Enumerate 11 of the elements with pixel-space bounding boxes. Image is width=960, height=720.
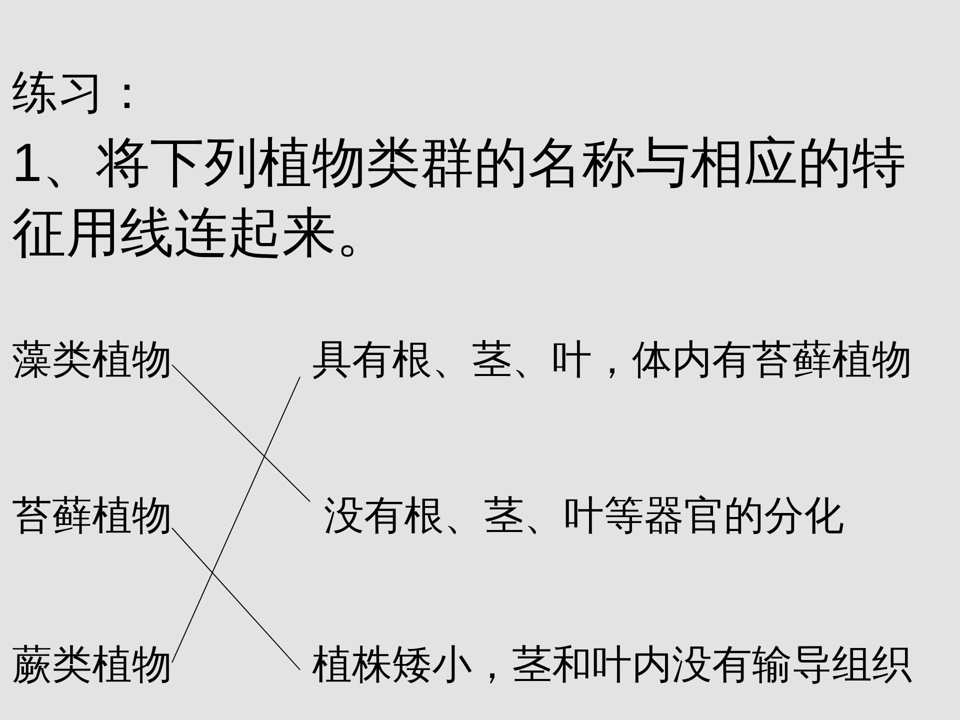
matching-line bbox=[172, 376, 300, 664]
matching-line bbox=[172, 364, 310, 502]
matching-line bbox=[172, 528, 300, 670]
exercise-heading: 练习： bbox=[12, 65, 150, 120]
question-text: 1、将下列植物类群的名称与相应的特征用线连起来。 bbox=[12, 132, 908, 265]
plant-group-name: 苔藓植物 bbox=[12, 492, 172, 540]
plant-group-name: 藻类植物 bbox=[12, 336, 172, 384]
plant-group-name: 蕨类植物 bbox=[12, 641, 172, 689]
feature-text: 具有根、茎、叶，体内有苔藓植物 bbox=[300, 336, 912, 384]
feature-text: 没有根、茎、叶等器官的分化 bbox=[310, 492, 844, 540]
feature-text: 植株矮小，茎和叶内没有输导组织 bbox=[300, 641, 912, 689]
